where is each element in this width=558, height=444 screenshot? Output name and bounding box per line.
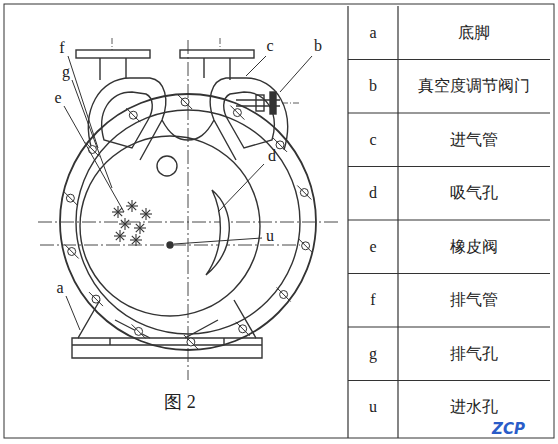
table-key: c [349, 114, 397, 166]
figure-caption: 图 2 [164, 392, 196, 412]
table-key: d [349, 168, 397, 220]
table-key: f [349, 275, 397, 327]
table-cell: 排气管 [399, 275, 549, 327]
watermark: ZCP [492, 421, 525, 437]
table-cell: 进水孔 [399, 382, 549, 434]
table-key: g [349, 328, 397, 380]
table-cell: 吸气孔 [399, 168, 549, 220]
table-key: a [349, 7, 397, 59]
table-cell: 真空度调节阀门 [399, 61, 549, 113]
callout-letter: f [59, 38, 64, 58]
table-key: e [349, 221, 397, 273]
callout-letter: c [266, 36, 273, 56]
table-key: b [349, 61, 397, 113]
callout-letter: u [266, 226, 274, 246]
callout-letter: a [56, 278, 63, 298]
callout-letter: g [62, 62, 70, 82]
table-key: u [349, 382, 397, 434]
callout-letter: d [268, 146, 276, 166]
table-cell: 进气管 [399, 114, 549, 166]
callout-letter: e [54, 88, 61, 108]
table-cell: 底脚 [399, 7, 549, 59]
table-cell: 排气孔 [399, 328, 549, 380]
table-cell: 橡皮阀 [399, 221, 549, 273]
callout-letter: b [314, 36, 322, 56]
